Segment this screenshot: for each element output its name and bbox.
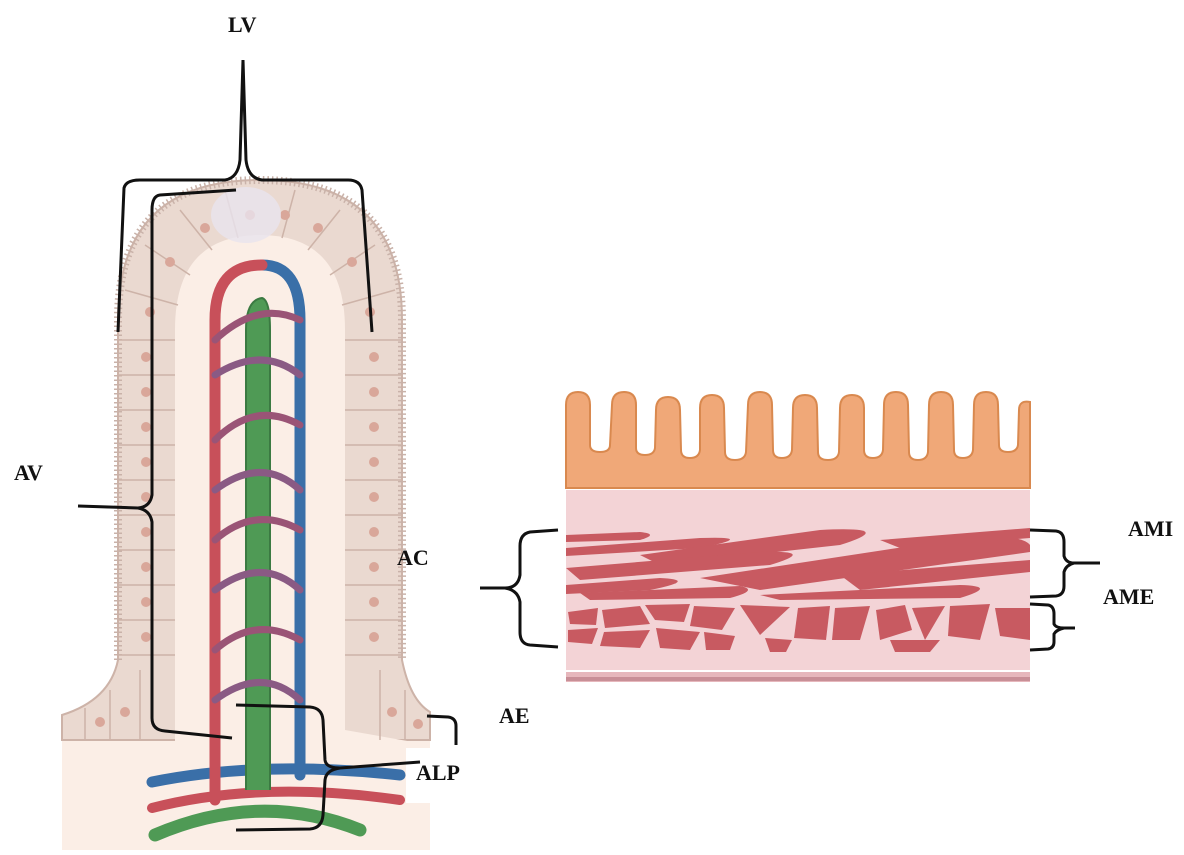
ae-bracket (427, 716, 456, 745)
intestinal-wall-section (566, 392, 1030, 682)
label-ae: AE (499, 705, 530, 727)
ac-bracket (480, 530, 558, 647)
lacteal-vessel (246, 298, 270, 790)
ame-bracket (1030, 604, 1075, 650)
label-av: AV (14, 462, 43, 484)
mucosa-villi (566, 392, 1030, 488)
serosa-edge (566, 677, 1030, 681)
villus-illustration (62, 180, 484, 850)
label-ame: AME (1103, 586, 1154, 608)
label-ami: AMI (1128, 518, 1173, 540)
label-ac: AC (397, 547, 429, 569)
label-alp: ALP (416, 762, 460, 784)
label-lv: LV (228, 14, 257, 36)
ami-bracket (1030, 530, 1100, 597)
tip-highlight (211, 187, 281, 243)
